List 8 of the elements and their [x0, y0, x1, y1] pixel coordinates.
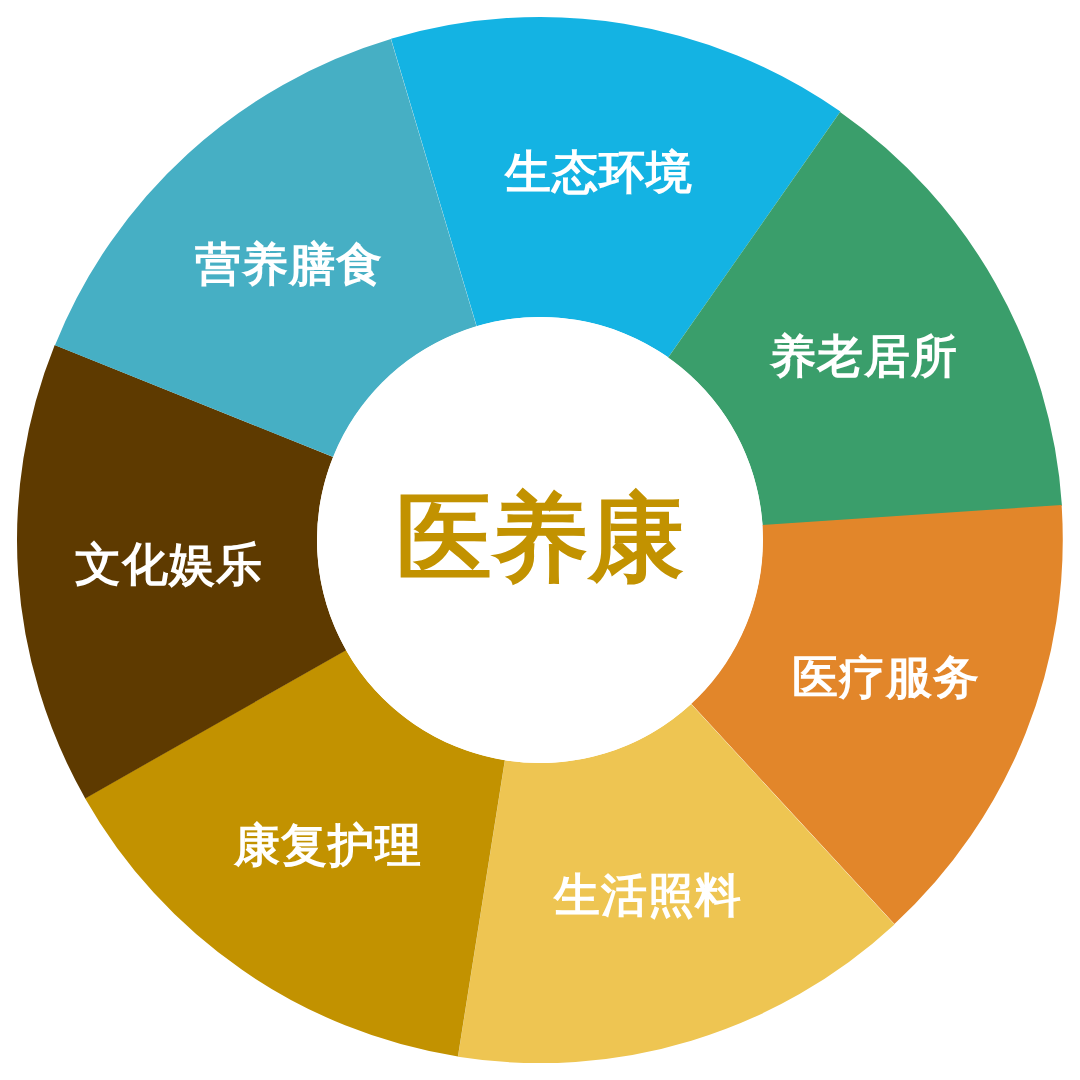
- segment-label: 生态环境: [505, 143, 694, 201]
- center-label: 医养康: [396, 481, 684, 596]
- segment-label: 生活照料: [553, 867, 742, 924]
- segment-label: 康复护理: [234, 816, 423, 874]
- segment-label: 营养膳食: [195, 236, 384, 294]
- segment-label: 文化娱乐: [74, 535, 263, 593]
- segment-label: 医疗服务: [791, 648, 980, 706]
- segment-label: 养老居所: [770, 328, 959, 386]
